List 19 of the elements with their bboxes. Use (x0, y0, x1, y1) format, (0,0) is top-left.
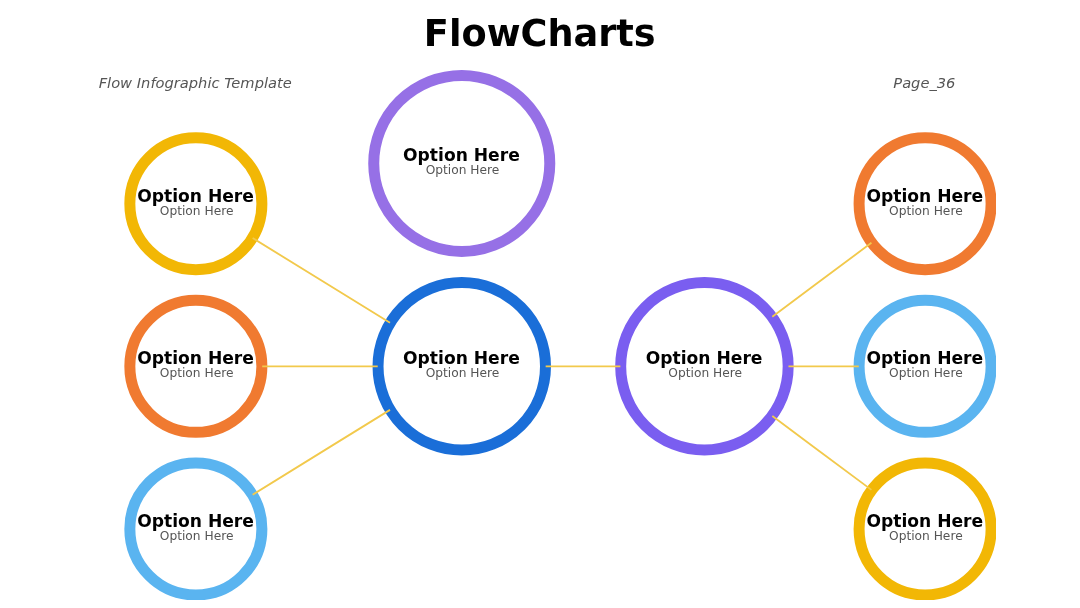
connector (771, 415, 873, 491)
connector (544, 365, 622, 368)
connector (771, 241, 873, 318)
node-circle: Option Here Option Here (372, 277, 551, 456)
connector (251, 237, 391, 324)
node-circle: Option Here Option Here (368, 69, 556, 257)
label: Page_36 (893, 73, 956, 91)
connector (261, 365, 379, 368)
node-circle: Option Here Option Here (124, 457, 268, 600)
node-circle: Option Here Option Here (124, 294, 268, 438)
node-circle: Option Here Option Here (124, 132, 268, 276)
node-circle: Option Here Option Here (853, 132, 996, 276)
diagram-title: FlowCharts (423, 12, 656, 56)
connector (251, 408, 391, 496)
label: Flow Infographic Template (98, 73, 292, 91)
node-circle: Option Here Option Here (853, 457, 996, 600)
node-circle: Option Here Option Here (853, 294, 996, 438)
node-circle: Option Here Option Here (615, 277, 794, 456)
connector (787, 365, 860, 368)
